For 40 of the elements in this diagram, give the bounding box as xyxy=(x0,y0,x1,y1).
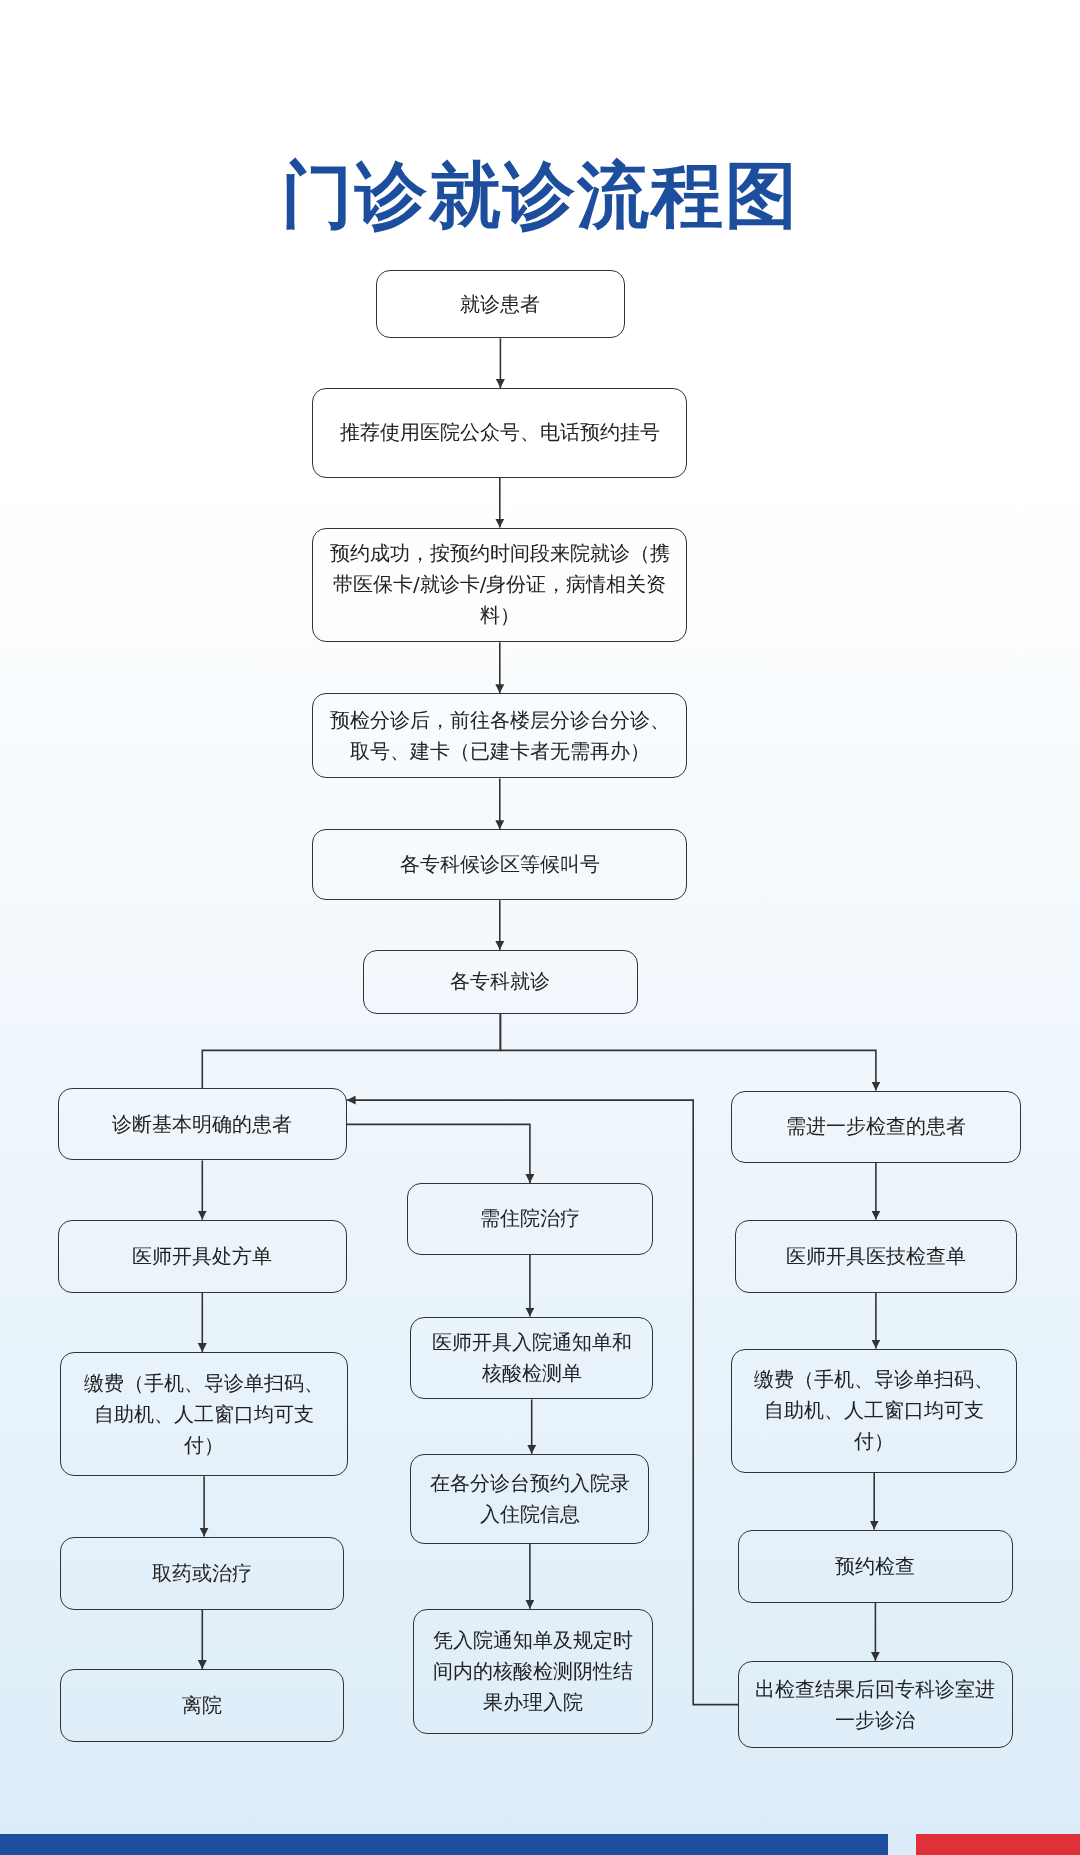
process-box: 预检分诊后，前往各楼层分诊台分诊、取号、建卡（已建卡者无需再办） xyxy=(312,693,688,779)
process-box: 推荐使用医院公众号、电话预约挂号 xyxy=(312,388,688,478)
arrow xyxy=(870,1602,880,1662)
process-box: 预约成功，按预约时间段来院就诊（携带医保卡/就诊卡/身份证，病情相关资料） xyxy=(312,527,688,643)
arrow xyxy=(197,1292,207,1353)
arrow xyxy=(345,1123,535,1184)
arrow xyxy=(525,1542,535,1610)
process-box: 缴费（手机、导诊单扫码、自助机、人工窗口均可支付） xyxy=(60,1352,348,1477)
arrow xyxy=(495,899,505,951)
arrow xyxy=(869,1471,879,1531)
arrow xyxy=(345,1095,739,1706)
process-box: 各专科就诊 xyxy=(363,949,638,1014)
process-box: 在各分诊台预约入院录入住院信息 xyxy=(410,1453,650,1544)
process-box: 需住院治疗 xyxy=(406,1182,653,1256)
process-box: 离院 xyxy=(60,1669,345,1743)
process-box: 医师开具入院通知单和核酸检测单 xyxy=(410,1316,653,1400)
process-box: 就诊患者 xyxy=(376,269,625,339)
arrow xyxy=(495,777,505,830)
arrow xyxy=(527,1398,537,1455)
process-box: 缴费（手机、导诊单扫码、自助机、人工窗口均可支付） xyxy=(731,1348,1018,1473)
title: 门诊就诊流程图 xyxy=(280,152,800,239)
arrow xyxy=(197,1159,207,1221)
arrow xyxy=(495,477,505,529)
arrow xyxy=(197,1609,207,1670)
process-box: 凭入院通知单及规定时间内的核酸检测阴性结果办理入院 xyxy=(412,1608,653,1735)
process-box: 需进一步检查的患者 xyxy=(731,1090,1021,1163)
process-box: 出检查结果后回专科诊室进一步诊治 xyxy=(738,1660,1013,1749)
arrow xyxy=(199,1475,209,1538)
arrow xyxy=(495,641,505,694)
process-box: 取药或治疗 xyxy=(60,1536,345,1610)
arrow xyxy=(525,1254,535,1318)
process-box: 诊断基本明确的患者 xyxy=(57,1088,347,1161)
process-box: 预约检查 xyxy=(738,1529,1013,1603)
arrow xyxy=(499,1013,881,1092)
arrow xyxy=(495,337,505,389)
arrow xyxy=(871,1162,881,1221)
process-box: 各专科候诊区等候叫号 xyxy=(312,829,688,901)
process-box: 医师开具处方单 xyxy=(57,1219,347,1293)
process-box: 医师开具医技检查单 xyxy=(734,1219,1018,1293)
arrow xyxy=(871,1292,881,1350)
